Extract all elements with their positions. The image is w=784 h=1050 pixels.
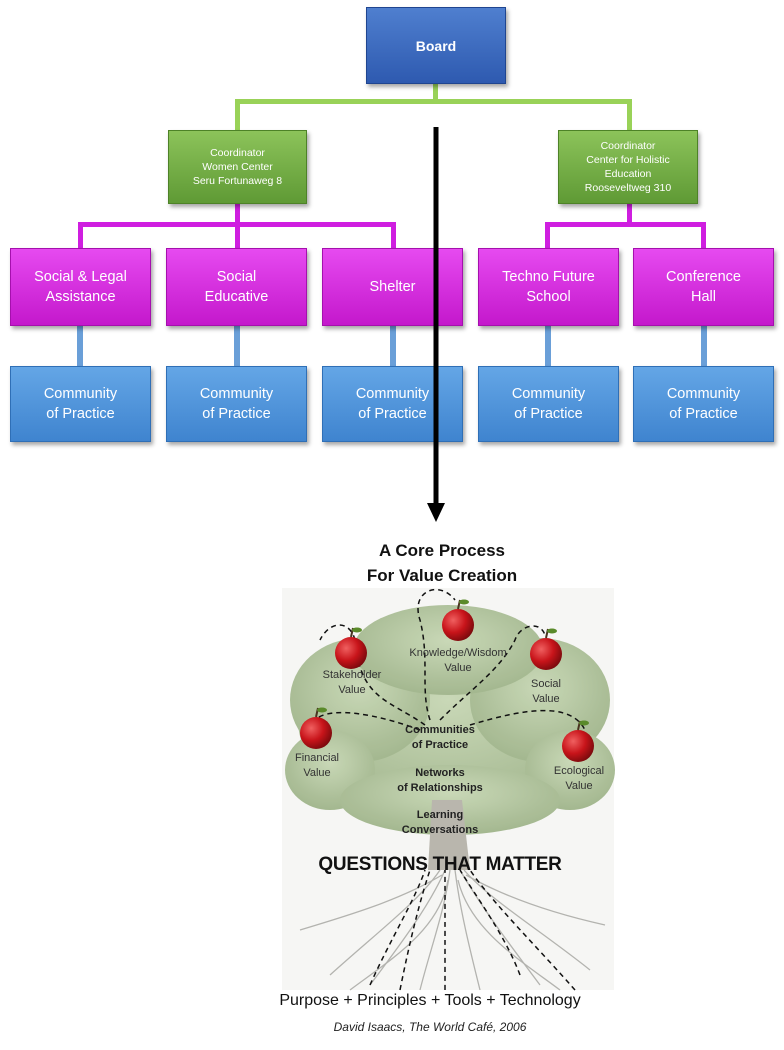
value-label-line: Value	[303, 767, 331, 779]
value-label-line: Stakeholder	[322, 669, 382, 681]
coordinator-label-line: Women Center	[202, 161, 273, 173]
tree-dashed-connectors	[314, 589, 586, 991]
connector-dept-5-up	[701, 222, 706, 248]
department-box-conference-hall: Conference Hall	[633, 248, 774, 326]
value-label-line: Ecological	[553, 765, 605, 777]
coordinator-box-women-center: Coordinator Women Center Seru Fortunaweg…	[168, 130, 307, 204]
value-label-stakeholder: Stakeholder Value	[302, 668, 402, 698]
connector-coord2-bus	[545, 222, 706, 227]
department-label-line: Social & Legal	[34, 269, 127, 285]
coordinator-label-line: Coordinator	[210, 147, 265, 159]
community-box-4: Community of Practice	[478, 366, 619, 442]
board-label: Board	[415, 37, 457, 54]
tree-trunk	[428, 800, 470, 870]
department-label-line: Hall	[691, 289, 716, 305]
community-box-2: Community of Practice	[166, 366, 307, 442]
tree-footer: Purpose + Principles + Tools + Technolog…	[279, 992, 581, 1009]
community-box-1: Community of Practice	[10, 366, 151, 442]
coordinator-label-line: Coordinator	[600, 140, 656, 152]
connector-dept-2-up	[235, 222, 240, 248]
tree-credit: David Isaacs, The World Café, 2006	[333, 1020, 527, 1034]
coordinator-box-holistic-education: Coordinator Center for Holistic Educatio…	[558, 130, 698, 204]
connector-cop-2	[234, 325, 240, 367]
department-label-line: Shelter	[369, 279, 416, 295]
department-label-line: Social	[216, 269, 257, 285]
coordinator-label-line: Education	[604, 168, 652, 180]
apple-icon-stakeholder	[335, 627, 367, 669]
apple-icon-social	[530, 628, 562, 670]
connector-cop-1	[77, 325, 83, 367]
department-label-line: Assistance	[45, 289, 116, 305]
layer-label-line: of Practice	[411, 739, 469, 751]
coordinator-label-line: Rooseveltweg 310	[584, 182, 672, 194]
board-box: Board	[366, 7, 506, 84]
apple-icon-ecological	[562, 720, 594, 762]
community-box-3: Community of Practice	[322, 366, 463, 442]
department-label-line: Educative	[204, 289, 269, 305]
department-box-social-legal: Social & Legal Assistance	[10, 248, 151, 326]
apple-icon-financial	[300, 707, 332, 749]
layer-label-communities: Communities of Practice	[380, 723, 500, 753]
department-label-line: School	[526, 289, 571, 305]
value-label-line: Financial	[294, 752, 340, 764]
community-label-line: of Practice	[669, 406, 738, 422]
connector-cop-3	[390, 325, 396, 367]
flow-arrow-head-icon	[427, 503, 445, 522]
value-label-line: Value	[565, 780, 593, 792]
community-label-line: of Practice	[202, 406, 271, 422]
connector-coordinators-bus	[235, 99, 632, 104]
department-box-social-educative: Social Educative	[166, 248, 307, 326]
layer-label-conversations: Learning Conversations	[380, 808, 500, 838]
value-label-line: Knowledge/Wisdom	[409, 647, 507, 659]
value-label-social: Social Value	[511, 677, 581, 707]
community-label-line: Community	[666, 386, 741, 402]
community-label-line: of Practice	[358, 406, 427, 422]
layer-label-line: Communities	[405, 724, 475, 736]
department-box-techno-future-school: Techno Future School	[478, 248, 619, 326]
department-box-shelter: Shelter	[322, 248, 463, 326]
questions-that-matter: QUESTIONS THAT MATTER	[318, 854, 562, 875]
coordinator-label-line: Seru Fortunaweg 8	[192, 175, 283, 187]
tree-roots	[299, 869, 606, 991]
community-label-line: of Practice	[514, 406, 583, 422]
connector-coord1-down	[235, 204, 240, 226]
layer-label-line: Conversations	[401, 824, 479, 836]
value-label-knowledge: Knowledge/Wisdom Value	[392, 646, 524, 676]
department-label-line: Techno Future	[502, 269, 595, 285]
community-box-5: Community of Practice	[633, 366, 774, 442]
layer-label-line: Learning	[416, 809, 464, 821]
tree-heading: A Core Process For Value Creation	[292, 538, 592, 588]
layer-label-line: Networks	[415, 767, 465, 779]
community-label-line: Community	[511, 386, 586, 402]
connector-coordinator-1-up	[235, 99, 240, 131]
value-label-line: Value	[532, 693, 560, 705]
connector-cop-4	[545, 325, 551, 367]
community-label-line: Community	[199, 386, 274, 402]
department-label-line: Conference	[666, 269, 741, 285]
value-label-line: Value	[444, 662, 472, 674]
tree-heading-line: For Value Creation	[366, 566, 518, 585]
tree-heading-line: A Core Process	[379, 541, 505, 560]
connector-dept-3-up	[391, 222, 396, 248]
community-label-line: of Practice	[46, 406, 115, 422]
layer-label-line: of Relationships	[397, 782, 483, 794]
apple-icon-knowledge	[442, 599, 474, 641]
value-label-line: Value	[338, 684, 366, 696]
connector-board-down	[433, 84, 438, 103]
connector-coord2-down	[627, 204, 632, 226]
connector-dept-1-up	[78, 222, 83, 248]
value-label-line: Social	[531, 678, 561, 690]
connector-dept-4-up	[545, 222, 550, 248]
community-label-line: Community	[43, 386, 118, 402]
layer-label-networks: Networks of Relationships	[375, 766, 505, 796]
value-label-financial: Financial Value	[277, 751, 357, 781]
coordinator-label-line: Center for Holistic	[586, 154, 670, 166]
connector-cop-5	[701, 325, 707, 367]
connector-coordinator-2-up	[627, 99, 632, 131]
community-label-line: Community	[355, 386, 430, 402]
value-label-ecological: Ecological Value	[538, 764, 620, 794]
